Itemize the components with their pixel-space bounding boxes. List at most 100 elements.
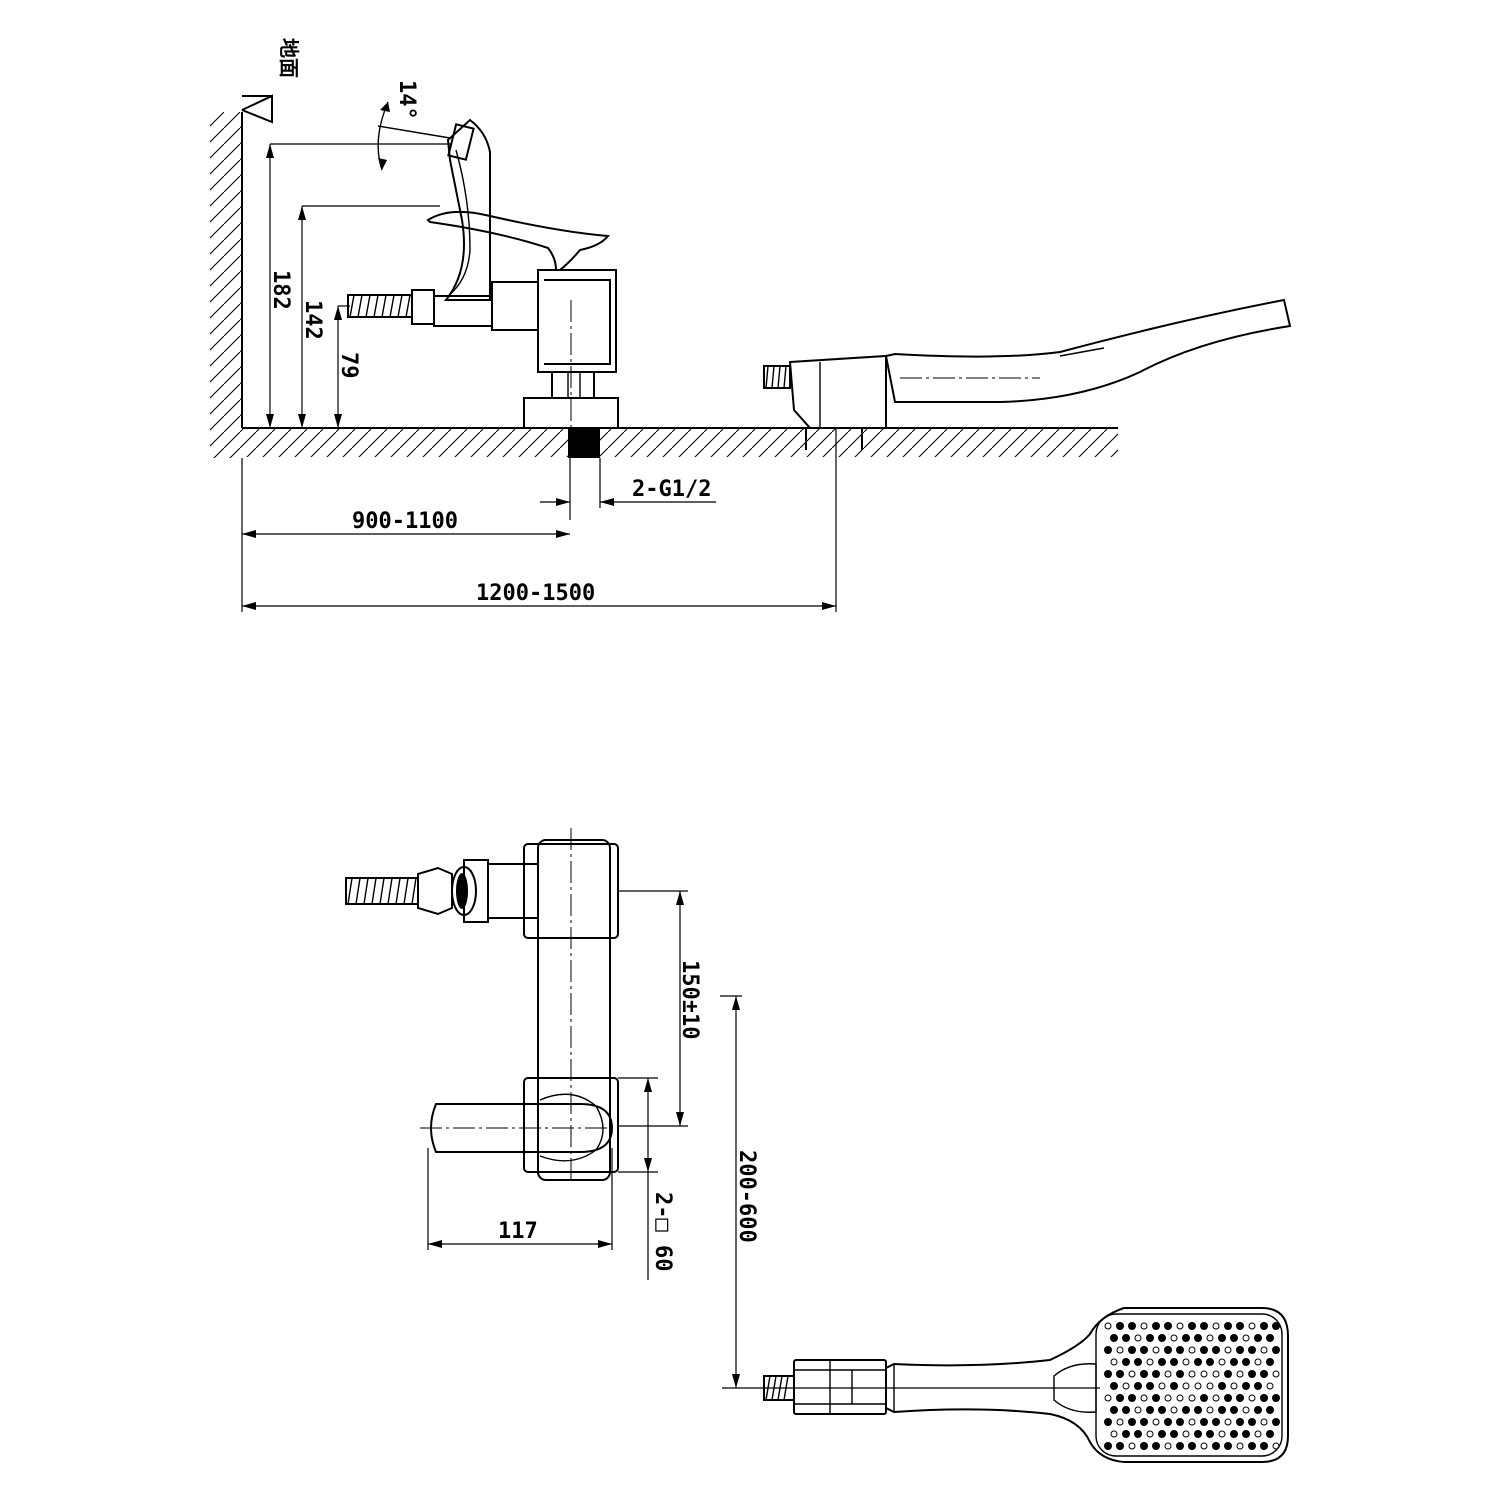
nozzle	[1200, 1370, 1208, 1378]
nozzle	[1224, 1346, 1232, 1354]
nozzle	[1260, 1394, 1268, 1402]
nozzle	[1230, 1334, 1238, 1342]
nozzle	[1248, 1442, 1256, 1450]
faucet-body-top	[345, 828, 619, 1181]
nozzle	[1224, 1442, 1232, 1450]
nozzle	[1236, 1442, 1244, 1450]
nozzle	[1164, 1418, 1172, 1426]
nozzle	[1176, 1418, 1184, 1426]
angle-indicator: 14°	[377, 80, 451, 171]
nozzle	[1200, 1418, 1208, 1426]
nozzle	[1188, 1322, 1196, 1330]
nozzle	[1134, 1430, 1142, 1438]
nozzle	[1254, 1382, 1262, 1390]
nozzle	[1146, 1430, 1154, 1438]
nozzle	[1248, 1322, 1256, 1330]
nozzle	[1104, 1442, 1112, 1450]
nozzle	[1236, 1370, 1244, 1378]
faucet-side	[347, 118, 619, 458]
nozzle	[1152, 1322, 1160, 1330]
nozzle	[1272, 1418, 1280, 1426]
nozzle	[1254, 1430, 1262, 1438]
nozzle	[1218, 1406, 1226, 1414]
nozzle	[1218, 1430, 1226, 1438]
nozzle	[1170, 1430, 1178, 1438]
nozzle	[1134, 1406, 1142, 1414]
nozzle	[1212, 1346, 1220, 1354]
dim-182: 182	[266, 143, 452, 428]
nozzle	[1158, 1406, 1166, 1414]
nozzle	[1128, 1322, 1136, 1330]
nozzle	[1248, 1370, 1256, 1378]
nozzle	[1266, 1406, 1274, 1414]
nozzle	[1164, 1394, 1172, 1402]
nozzle	[1122, 1430, 1130, 1438]
nozzle	[1110, 1334, 1118, 1342]
nozzle	[1128, 1346, 1136, 1354]
dim-thread: 2-G1/2	[540, 458, 716, 520]
nozzle	[1242, 1382, 1250, 1390]
nozzle	[1194, 1358, 1202, 1366]
nozzle	[1182, 1334, 1190, 1342]
range-200-600-label: 200-600	[734, 1150, 759, 1243]
nozzle	[1116, 1442, 1124, 1450]
nozzle	[1260, 1442, 1268, 1450]
nozzle	[1152, 1346, 1160, 1354]
nozzle	[1230, 1430, 1238, 1438]
dim-79: 79	[334, 305, 361, 428]
nozzle	[1134, 1382, 1142, 1390]
nozzle	[1164, 1370, 1172, 1378]
nozzle	[1110, 1358, 1118, 1366]
nozzle	[1248, 1394, 1256, 1402]
nozzle	[1188, 1370, 1196, 1378]
side-view: 地面 14°	[210, 38, 1292, 612]
top-view: 150±10 2-□ 60 117 200-600	[345, 828, 1289, 1463]
nozzle	[1176, 1442, 1184, 1450]
nozzle	[1236, 1322, 1244, 1330]
nozzle	[1260, 1322, 1268, 1330]
nozzle	[1194, 1406, 1202, 1414]
ground-label: 地面	[277, 38, 301, 78]
nozzle	[1128, 1418, 1136, 1426]
nozzle	[1212, 1394, 1220, 1402]
nozzle	[1140, 1394, 1148, 1402]
nozzle	[1140, 1418, 1148, 1426]
nozzle	[1218, 1334, 1226, 1342]
nozzle	[1236, 1394, 1244, 1402]
nozzle	[1164, 1322, 1172, 1330]
nozzle	[1206, 1334, 1214, 1342]
nozzle	[1254, 1334, 1262, 1342]
nozzle	[1224, 1370, 1232, 1378]
height-182-label: 182	[268, 270, 293, 310]
nozzle	[1176, 1394, 1184, 1402]
nozzle	[1272, 1442, 1280, 1450]
dim-square: 2-□ 60	[618, 1077, 675, 1280]
nozzle	[1194, 1382, 1202, 1390]
width-117-label: 117	[498, 1219, 538, 1244]
nozzle	[1122, 1406, 1130, 1414]
nozzle	[1212, 1322, 1220, 1330]
nozzle	[1188, 1442, 1196, 1450]
nozzle	[1194, 1334, 1202, 1342]
dim-200-600: 200-600	[720, 995, 759, 1388]
nozzle	[1182, 1382, 1190, 1390]
nozzle	[1110, 1430, 1118, 1438]
nozzle	[1260, 1370, 1268, 1378]
nozzle	[1116, 1394, 1124, 1402]
nozzle	[1206, 1430, 1214, 1438]
nozzle	[1146, 1382, 1154, 1390]
nozzle	[1248, 1346, 1256, 1354]
spray-nozzles	[1104, 1322, 1280, 1450]
nozzle	[1218, 1382, 1226, 1390]
spacing-150-label: 150±10	[677, 960, 702, 1039]
nozzle	[1254, 1406, 1262, 1414]
dim-117: 117	[427, 1148, 613, 1250]
nozzle	[1116, 1322, 1124, 1330]
nozzle	[1266, 1430, 1274, 1438]
nozzle	[1230, 1358, 1238, 1366]
nozzle	[1158, 1334, 1166, 1342]
nozzle	[1128, 1394, 1136, 1402]
ground-marker: 地面	[241, 38, 301, 124]
nozzle	[1236, 1346, 1244, 1354]
